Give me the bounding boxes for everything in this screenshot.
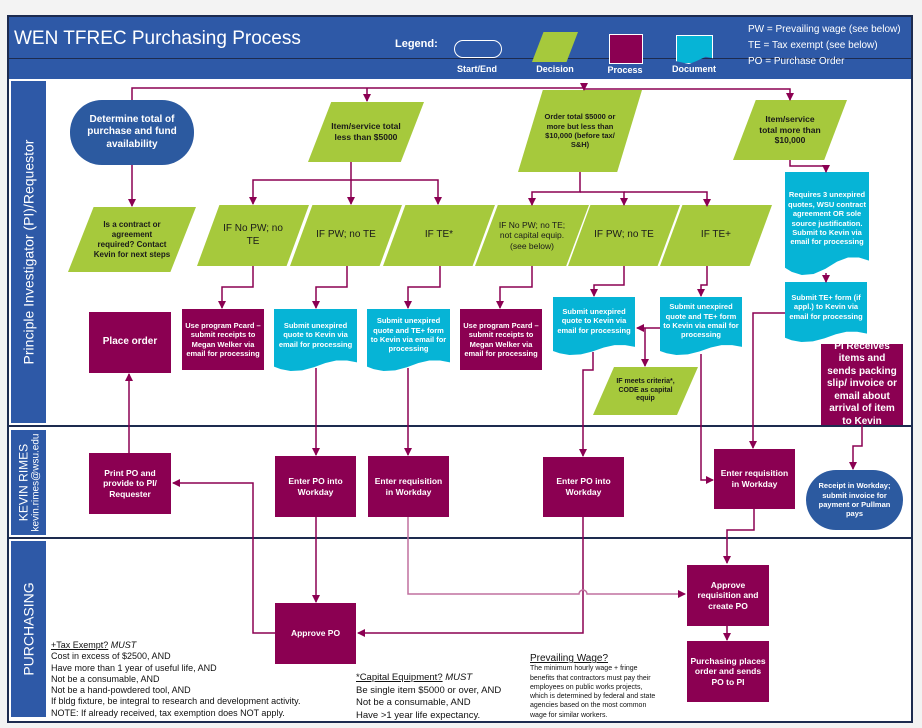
- doc-submit-te-form: Submit TE+ form (if appl.) to Kevin via …: [789, 292, 863, 321]
- process-enter-po-2: Enter PO into Workday: [543, 457, 624, 517]
- legend-document-label: Document: [671, 64, 716, 74]
- note-line: Not be a consumable, AND: [51, 673, 160, 684]
- connector: [580, 191, 628, 206]
- decision-a-pw-no-te: IF PW; no TE: [316, 229, 376, 241]
- process-enter-po-1: Enter PO into Workday: [275, 456, 356, 517]
- decision-contract-required: Is a contract or agreement required? Con…: [93, 219, 171, 259]
- note-wage-text: The minimum hourly wage + fringe benefit…: [530, 665, 656, 719]
- lane-kevin-label: KEVIN RIMES kevin.rimes@wsu.edu: [11, 430, 46, 535]
- note-line: Cost in excess of $2500, AND: [51, 651, 171, 662]
- decision-a-no-pw-no-te: IF No PW; no TE: [223, 223, 283, 247]
- connector: [749, 312, 785, 449]
- doc-submit-quote-1: Submit unexpired quote to Kevin via emai…: [278, 320, 353, 349]
- abbr-te: TE = Tax exempt (see below): [748, 40, 878, 51]
- process-use-pcard-1: Use program Pcard – submit receipts to M…: [182, 309, 264, 370]
- connector: [789, 160, 830, 173]
- page-title: WEN TFREC Purchasing Process: [14, 28, 301, 49]
- note-line: If bldg fixture, be integral to research…: [51, 696, 301, 707]
- connector: [849, 425, 863, 470]
- note-line: Not be a consumable, AND: [356, 697, 471, 708]
- decision-less-than-5000: Item/service total less than $5000: [331, 121, 401, 142]
- connector: [528, 172, 581, 206]
- decision-b-te: IF TE+: [700, 229, 732, 241]
- start-determine-total: Determine total of purchase and fund ava…: [70, 100, 194, 165]
- lane-purchasing-label: PURCHASING: [11, 541, 46, 717]
- lane-pi-label: Principle Investigator (PI)/Requestor: [11, 81, 46, 423]
- note-line: Have more than 1 year of useful life, AN…: [51, 662, 217, 673]
- note-capital-must: MUST: [445, 672, 473, 683]
- decision-shape: [308, 102, 424, 162]
- connector: [404, 266, 441, 309]
- decision-shape: [593, 367, 698, 415]
- process-place-order: Place order: [89, 312, 171, 373]
- doc-submit-quote-te-2: Submit unexpired quote and TE+ form to K…: [663, 302, 739, 340]
- end-receipt-in-workday: Receipt in Workday; submit invoice for p…: [806, 470, 903, 530]
- abbr-po: PO = Purchase Order: [748, 56, 845, 67]
- connector: [351, 179, 442, 205]
- note-line: NOTE: If already received, tax exemption…: [51, 707, 285, 718]
- note-prevailing-wage: Prevailing Wage? The minimum hourly wage…: [530, 653, 658, 720]
- connector: [584, 88, 794, 101]
- connector: [131, 83, 588, 100]
- note-tax-exempt: +Tax Exempt? MUST Cost in excess of $250…: [51, 640, 300, 719]
- decision-capital-equipment: IF meets criteria*, CODE as capital equi…: [616, 377, 675, 403]
- header-divider: [9, 58, 911, 59]
- process-pi-receives-items: PI Receives items and sends packing slip…: [821, 341, 903, 427]
- decision-shape: [518, 90, 642, 172]
- note-line: Not be a hand-powdered tool, AND: [51, 685, 191, 696]
- process-approve-requisition: Approve requisition and create PO: [687, 565, 769, 626]
- note-capital-equipment: *Capital Equipment? MUST Be single item …: [356, 672, 501, 722]
- legend-decision-label: Decision: [536, 64, 574, 74]
- decision-5000-to-10000: Order total $5000 or more but less than …: [544, 112, 616, 150]
- lane-divider: [9, 425, 911, 427]
- decision-shape: [660, 205, 772, 266]
- decision-shape: [475, 205, 589, 266]
- legend-label: Legend:: [395, 38, 438, 50]
- legend-process-shape: [609, 34, 643, 64]
- process-enter-requisition-1: Enter requisition in Workday: [368, 456, 449, 517]
- note-capital-heading: *Capital Equipment?: [356, 672, 443, 683]
- process-approve-po: Approve PO: [275, 603, 356, 664]
- process-enter-requisition-2: Enter requisition in Workday: [714, 449, 795, 509]
- connector: [218, 266, 254, 309]
- note-line: Be single item $5000 or over, AND: [356, 684, 502, 696]
- decision-more-than-10000: Item/service total more than $10,000: [759, 114, 821, 146]
- note-tax-heading: +Tax Exempt?: [51, 640, 109, 650]
- connector: [312, 266, 348, 309]
- connector: [723, 509, 755, 564]
- doc-submit-quote-te-1: Submit unexpired quote and TE+ form to K…: [370, 316, 447, 354]
- connector: [249, 162, 352, 205]
- connector: [579, 352, 594, 457]
- doc-requires-3-quotes: Requires 3 unexpired quotes, WSU contrac…: [788, 190, 866, 247]
- decision-b-no-pw-not-capital: IF No PW; no TE; not capital equip. (see…: [498, 219, 566, 251]
- connector: [357, 517, 584, 637]
- note-line: Have >1 year life expectancy.: [356, 709, 481, 721]
- note-wage-heading: Prevailing Wage?: [530, 653, 609, 664]
- decision-shape: [568, 205, 680, 266]
- process-print-po: Print PO and provide to PI/ Requester: [89, 453, 171, 514]
- connector: [700, 354, 714, 484]
- connector: [172, 479, 275, 634]
- decision-a-te: IF TE*: [424, 229, 454, 241]
- process-purchasing-places-order: Purchasing places order and sends PO to …: [687, 641, 769, 702]
- doc-submit-quote-2: Submit unexpired quote to Kevin via emai…: [557, 306, 631, 335]
- connector-requisition: [407, 517, 686, 598]
- legend-start-end-label: Start/End: [456, 64, 497, 74]
- process-use-pcard-2: Use program Pcard – submit receipts to M…: [460, 309, 542, 370]
- abbr-pw: PW = Prevailing wage (see below): [748, 24, 901, 35]
- decision-shape: [68, 207, 196, 272]
- decision-b-pw-no-te: IF PW; no TE: [594, 229, 654, 241]
- connector: [624, 191, 711, 207]
- legend-process-label: Process: [607, 65, 643, 75]
- lane-divider: [9, 537, 911, 539]
- connector: [590, 266, 625, 297]
- connector: [697, 266, 708, 297]
- legend-start-end-shape: [454, 40, 502, 58]
- abbreviations: PW = Prevailing wage (see below) TE = Ta…: [748, 22, 901, 70]
- connector: [496, 266, 533, 309]
- note-tax-must: MUST: [110, 640, 137, 650]
